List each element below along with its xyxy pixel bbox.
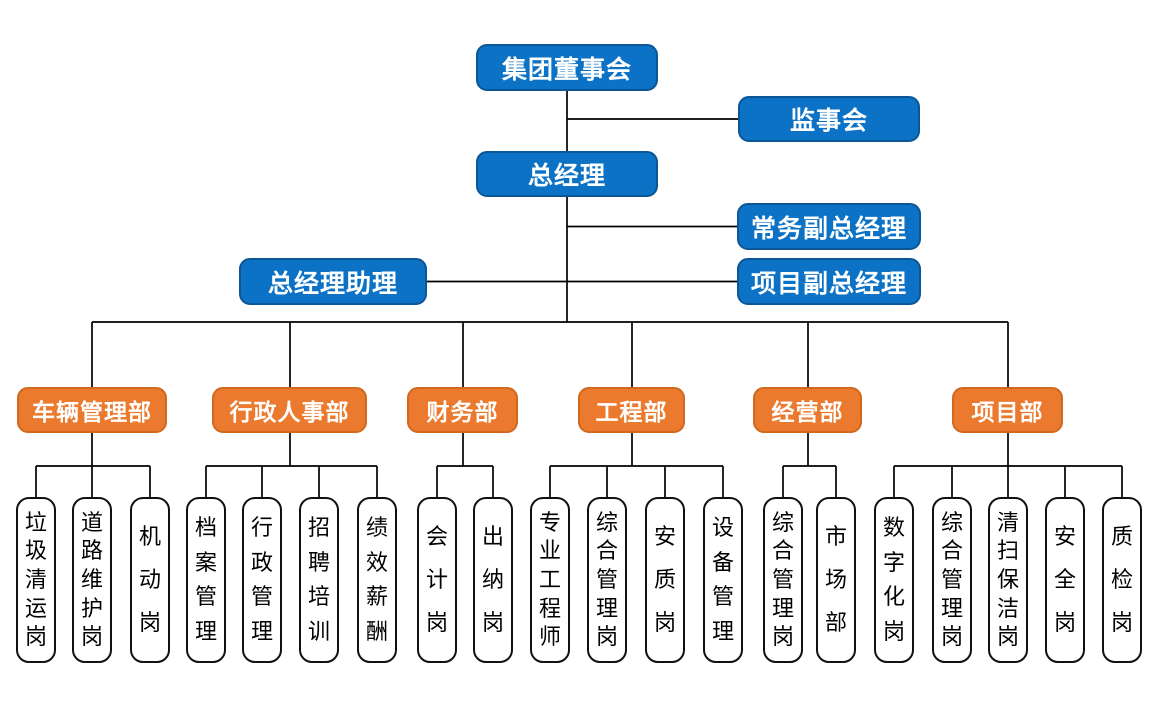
position-market: 市场部 [816,497,856,663]
node-general-manager: 总经理 [476,151,658,197]
position-cashier: 出纳岗 [473,497,513,663]
position-garbage-clearing: 垃圾清运岗 [16,497,56,663]
position-safety-quality: 安质岗 [645,497,685,663]
node-project-deputy-gm: 项目副总经理 [737,258,921,305]
dept-project: 项目部 [952,387,1063,433]
position-safety: 安全岗 [1045,497,1085,663]
dept-hr-admin: 行政人事部 [212,387,367,433]
position-general-mgmt-eng: 综合管理岗 [587,497,627,663]
position-archives-mgmt: 档案管理 [186,497,226,663]
position-general-mgmt-proj: 综合管理岗 [932,497,972,663]
position-general-mgmt-ops: 综合管理岗 [763,497,803,663]
dept-vehicle-management: 车辆管理部 [17,387,167,433]
node-supervisory-board: 监事会 [738,96,920,142]
position-admin-mgmt: 行政管理 [242,497,282,663]
position-professional-engineer: 专业工程师 [530,497,570,663]
position-quality-inspection: 质检岗 [1102,497,1142,663]
position-mobile-duty: 机动岗 [130,497,170,663]
node-executive-deputy-gm: 常务副总经理 [737,203,921,250]
position-cleaning: 清扫保洁岗 [988,497,1028,663]
dept-operations: 经营部 [753,387,862,433]
position-equipment-mgmt: 设备管理 [703,497,743,663]
dept-finance: 财务部 [407,387,518,433]
position-recruit-training: 招聘培训 [299,497,339,663]
position-performance-pay: 绩效薪酬 [357,497,397,663]
dept-engineering: 工程部 [578,387,685,433]
position-road-maintenance: 道路维护岗 [72,497,112,663]
node-board-of-directors: 集团董事会 [476,44,658,91]
node-gm-assistant: 总经理助理 [239,258,427,305]
position-accounting: 会计岗 [417,497,457,663]
position-digitalization: 数字化岗 [874,497,914,663]
